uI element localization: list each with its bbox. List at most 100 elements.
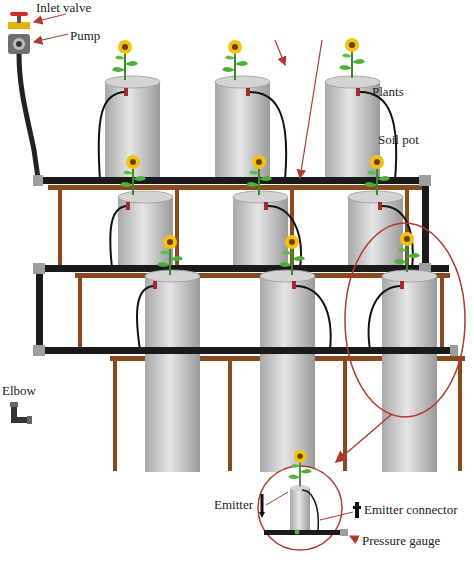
sunflower-plant (364, 155, 390, 195)
soil-pot (382, 270, 437, 282)
connector-icon (355, 502, 359, 518)
sunflower-plant (394, 232, 420, 272)
emitter-tube (292, 281, 296, 289)
wooden-frame (440, 273, 444, 351)
inlet-valve (10, 12, 28, 16)
soil-pot (145, 270, 200, 282)
soil-pot (260, 270, 315, 282)
part-label: Elbow (2, 383, 36, 398)
soil-pot (145, 270, 437, 472)
leader-line (275, 40, 322, 178)
pump-unit (8, 34, 30, 54)
elbow-fitting (14, 406, 28, 420)
detail-pot (340, 529, 348, 536)
lateral-pipe (422, 177, 429, 271)
emitter-tube (378, 202, 382, 210)
detail-pot (295, 530, 300, 535)
inlet-valve (8, 22, 30, 29)
elbow-fitting (27, 416, 32, 424)
emitter-tube (153, 281, 157, 289)
lateral-pipe (36, 347, 456, 354)
emitter-tube (356, 88, 360, 96)
emitter-icon (266, 492, 288, 505)
soil-pot (233, 191, 288, 203)
pump-unit (13, 38, 25, 50)
emitter-tube (295, 286, 331, 350)
emitter-tube (99, 88, 397, 180)
lateral-pipe (33, 263, 45, 274)
emitter-tube (264, 202, 268, 210)
part-label: Emitter connector (364, 502, 458, 517)
soil-pot (118, 191, 173, 203)
inlet-valve (8, 12, 30, 29)
emitter-tube (137, 286, 155, 350)
part-label: Pressure gauge (362, 533, 440, 548)
emitter-tube (99, 92, 126, 180)
lateral-pipe (33, 345, 458, 356)
soil-pot (382, 276, 437, 472)
detail-pot (290, 488, 310, 530)
soil-pot (118, 191, 403, 269)
sunflower-plant (157, 235, 183, 275)
emitter-tube (400, 281, 404, 289)
leader-line (350, 536, 358, 540)
soil-pot (348, 191, 403, 203)
wooden-table (458, 356, 462, 471)
sunflower-plant (157, 232, 420, 275)
leader-line (300, 40, 322, 178)
part-label: Soil pot (378, 132, 419, 147)
emitter-icon (259, 512, 265, 518)
wooden-table (228, 356, 232, 471)
elbow-fitting (10, 402, 18, 407)
emitter-icon (259, 492, 288, 518)
emitter-tube (110, 202, 413, 268)
soil-pot (105, 76, 380, 180)
part-label: Emitter (214, 497, 253, 512)
detail-pot (288, 450, 312, 486)
sunflower-plant (279, 235, 305, 275)
sunflower-plant (222, 40, 248, 80)
emitter-tube (126, 202, 130, 210)
lateral-pipe (450, 345, 458, 356)
wooden-frame (58, 185, 62, 265)
soil-pot (260, 276, 315, 472)
emitter-tube (137, 281, 404, 350)
wooden-frame (78, 273, 82, 351)
soil-pot (118, 197, 173, 269)
leader-line (275, 40, 285, 65)
detail-pot (264, 450, 348, 536)
sunflower-plant (120, 155, 146, 195)
part-label: Pump (70, 28, 100, 43)
leader-line (34, 34, 68, 42)
highlight-ellipse (345, 223, 465, 417)
emitter-icon (261, 494, 264, 512)
soil-pot (105, 76, 160, 88)
wooden-frame (175, 185, 179, 265)
soil-pot (215, 76, 270, 88)
detail-pot (264, 530, 344, 535)
part-label: Plants (372, 84, 404, 99)
lateral-pipe (33, 175, 43, 186)
lateral-pipe (33, 175, 431, 271)
supply-hose (19, 54, 38, 178)
lateral-pipe (419, 175, 431, 186)
connector-icon (353, 506, 361, 509)
detail-pot (302, 490, 318, 530)
lateral-pipe (33, 345, 45, 356)
emitter-tube (110, 206, 128, 268)
pump-unit (16, 41, 22, 47)
sunflower-plant (246, 155, 272, 195)
connector-icon (320, 512, 353, 520)
sunflower-plant (120, 155, 390, 195)
part-label: Inlet valve (36, 0, 91, 15)
sunflower-plant (112, 38, 365, 80)
leader-line (34, 14, 66, 22)
sunflower-plant (112, 40, 138, 80)
lateral-pipe (36, 265, 449, 272)
wooden-table (113, 356, 117, 471)
pump-unit (8, 34, 30, 54)
inlet-valve (17, 15, 21, 23)
lateral-pipe (36, 265, 43, 355)
soil-pot (145, 276, 200, 472)
